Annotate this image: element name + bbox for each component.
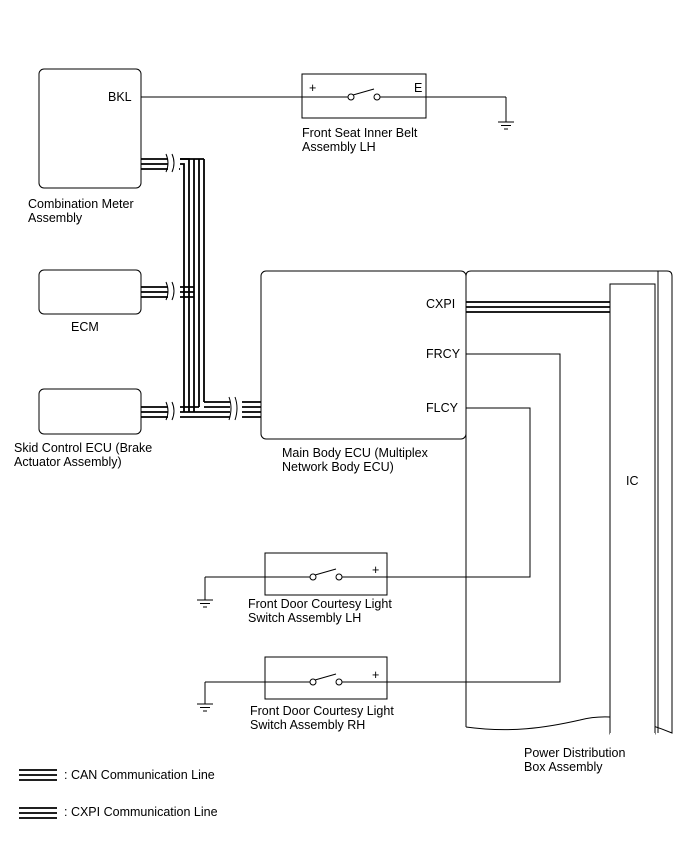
ground-icon <box>497 115 515 130</box>
legend-can-label: : CAN Communication Line <box>64 768 215 782</box>
belt-switch-label-2: Assembly LH <box>302 140 376 154</box>
combination-meter-box <box>38 68 142 189</box>
door-lh-label-2: Switch Assembly LH <box>248 611 361 625</box>
power-distribution-label: Power Distribution <box>524 746 625 760</box>
door-lh-plus-pin: + <box>372 563 379 577</box>
main-body-ecu-label-2: Network Body ECU) <box>282 460 394 474</box>
frcy-pin-label: FRCY <box>426 347 461 361</box>
skid-control-label-2: Actuator Assembly) <box>14 455 122 469</box>
ic-box <box>609 283 656 735</box>
switch-icon <box>302 88 426 101</box>
flcy-pin-label: FLCY <box>426 401 459 415</box>
skid-control-box <box>38 388 142 435</box>
switch-icon <box>204 673 387 698</box>
legend-cxpi-label: : CXPI Communication Line <box>64 805 218 819</box>
belt-switch-label: Front Seat Inner Belt <box>302 126 418 140</box>
bkl-wire <box>141 96 507 116</box>
skid-control-label: Skid Control ECU (Brake <box>14 441 152 455</box>
power-distribution-label-2: Box Assembly <box>524 760 603 774</box>
door-rh-plus-pin: + <box>372 668 379 682</box>
combination-meter-label-2: Assembly <box>28 211 83 225</box>
door-rh-label-2: Switch Assembly RH <box>250 718 365 732</box>
bkl-pin-label: BKL <box>108 90 132 104</box>
door-rh-switch-box <box>264 656 388 700</box>
ic-label: IC <box>626 474 639 488</box>
legend-can-symbol <box>19 769 57 781</box>
belt-switch-e-pin: E <box>414 81 422 95</box>
flcy-wire <box>387 407 531 578</box>
ecm-box <box>38 269 142 315</box>
can-bus <box>141 153 261 421</box>
legend-cxpi-symbol <box>19 807 57 819</box>
door-rh-label: Front Door Courtesy Light <box>250 704 394 718</box>
ecm-label: ECM <box>71 320 99 334</box>
cxpi-line <box>466 301 610 313</box>
ground-icon <box>196 593 214 608</box>
door-lh-label: Front Door Courtesy Light <box>248 597 392 611</box>
main-body-ecu-label: Main Body ECU (Multiplex <box>282 446 429 460</box>
door-lh-switch-box <box>264 552 388 596</box>
combination-meter-label: Combination Meter <box>28 197 134 211</box>
frcy-wire <box>387 353 561 683</box>
belt-switch-plus-pin: + <box>309 81 316 95</box>
ground-icon <box>196 697 214 712</box>
cxpi-pin-label: CXPI <box>426 297 455 311</box>
switch-icon <box>204 568 387 594</box>
belt-switch-box <box>301 73 427 119</box>
